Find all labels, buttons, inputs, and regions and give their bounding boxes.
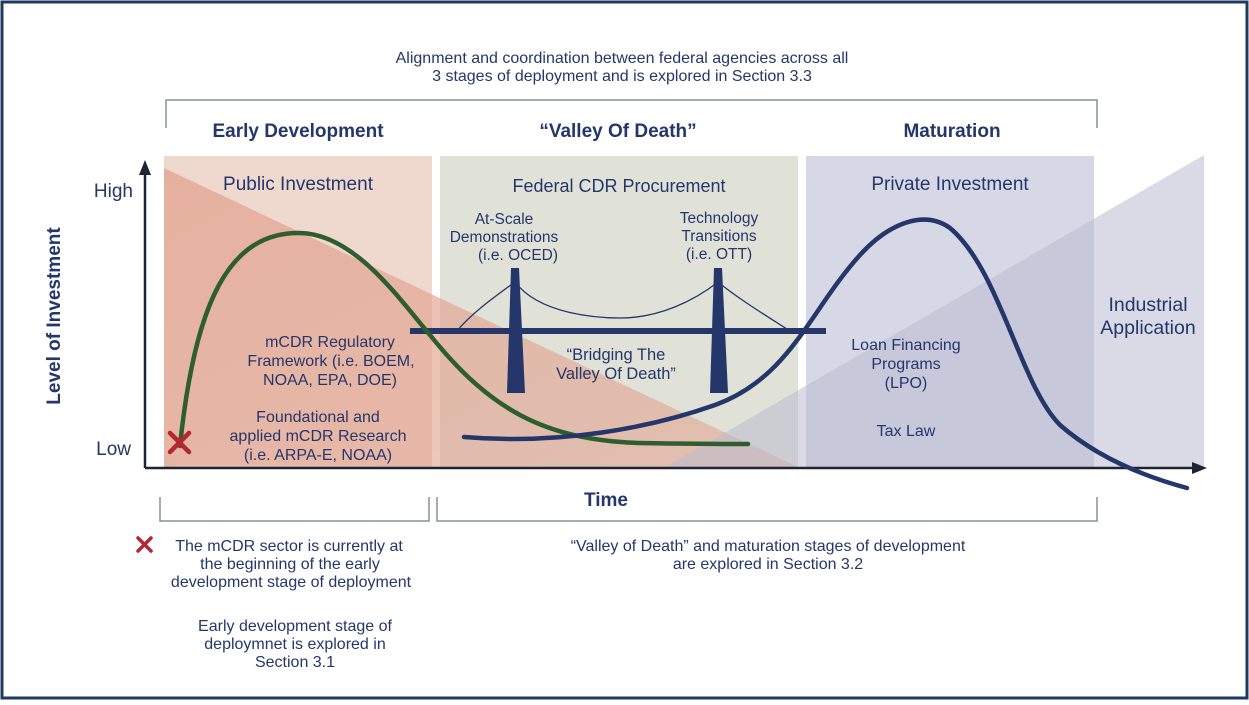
stage-early-development: Early Development — [212, 121, 384, 142]
early-section-line-2: deploymnet is explored in — [204, 636, 385, 653]
regulatory-line-3: NOAA, EPA, DOE) — [263, 372, 397, 389]
bridging-line-2: Valley Of Death” — [556, 365, 676, 383]
regulatory-line-2: Framework (i.e. BOEM, — [247, 353, 414, 370]
research-line-3: (i.e. ARPA-E, NOAA) — [244, 447, 392, 464]
x-axis-arrow — [1192, 462, 1207, 474]
research-line-1: Foundational and — [256, 409, 380, 426]
header-line-1: Alignment and coordination between feder… — [396, 50, 849, 67]
y-axis-arrow — [139, 160, 151, 175]
stage-valley-of-death: “Valley Of Death” — [539, 121, 696, 142]
public-decline-triangle — [164, 168, 800, 468]
industrial-rise-triangle — [664, 155, 1204, 468]
y-high-label: High — [94, 181, 133, 202]
at-scale-line-1: At-Scale — [475, 211, 534, 228]
at-scale-line-2: Demonstrations — [450, 229, 559, 246]
federal-procurement-label: Federal CDR Procurement — [512, 176, 725, 196]
public-investment-label: Public Investment — [223, 174, 374, 195]
top-bracket — [165, 99, 1098, 128]
y-low-label: Low — [96, 439, 131, 460]
tax-law-label: Tax Law — [877, 423, 936, 440]
bottom-bracket-early — [159, 497, 430, 522]
loan-line-1: Loan Financing — [851, 337, 960, 354]
bridge-graphic — [410, 268, 826, 393]
header-line-2: 3 stages of deployment and is explored i… — [432, 68, 812, 85]
x-axis-title: Time — [584, 490, 628, 511]
x-mark-icon-footer — [136, 536, 153, 553]
bridging-line-1: “Bridging The — [567, 346, 666, 364]
public-investment-curve — [177, 230, 751, 449]
loan-line-3: (LPO) — [885, 375, 928, 392]
bridge-deck — [410, 328, 826, 334]
industrial-line-1: Industrial — [1108, 294, 1187, 316]
at-scale-line-3: (i.e. OCED) — [478, 247, 558, 264]
private-investment-curve — [461, 217, 1190, 491]
bridge-cables — [456, 281, 791, 332]
early-section-line-1: Early development stage of — [198, 618, 392, 635]
loan-line-2: Programs — [871, 356, 940, 373]
early-section-line-3: Section 3.1 — [255, 654, 335, 671]
x-mark-icon — [167, 430, 192, 455]
tech-transitions-line-1: Technology — [680, 210, 759, 227]
stage-maturation: Maturation — [903, 121, 1000, 142]
valley-section-line-1: “Valley of Death” and maturation stages … — [571, 538, 966, 555]
industrial-line-2: Application — [1100, 317, 1195, 339]
y-axis-title: Level of Investment — [44, 227, 65, 405]
current-stage-line-3: development stage of deployment — [171, 574, 412, 591]
tech-transitions-line-2: Transitions — [681, 228, 756, 245]
regulatory-line-1: mCDR Regulatory — [265, 334, 395, 351]
current-stage-line-2: the beginning of the early — [200, 556, 380, 573]
research-line-2: applied mCDR Research — [230, 428, 407, 445]
current-stage-line-1: The mCDR sector is currently at — [175, 538, 403, 555]
bottom-bracket-valley-maturation — [436, 497, 1098, 522]
private-investment-label: Private Investment — [871, 174, 1029, 195]
tech-transitions-line-3: (i.e. OTT) — [686, 246, 752, 263]
valley-section-line-2: are explored in Section 3.2 — [673, 556, 863, 573]
